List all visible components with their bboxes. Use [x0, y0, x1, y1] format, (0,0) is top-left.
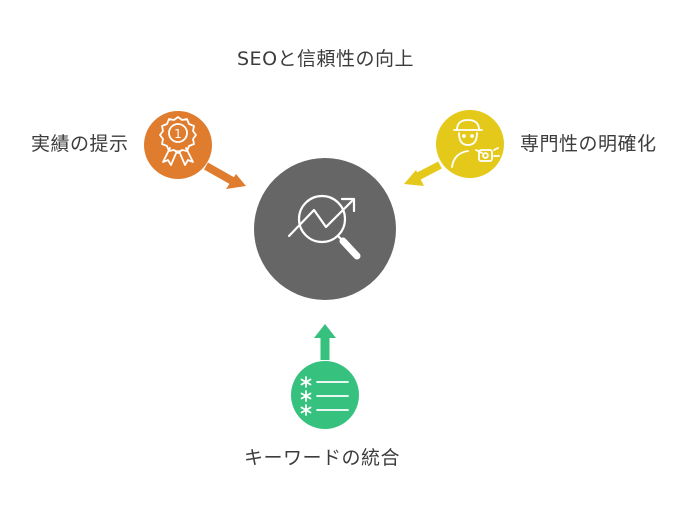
keywords-node-circle — [291, 361, 359, 429]
arrow-left-to-center — [204, 162, 246, 189]
keyword-list-icon — [300, 376, 349, 416]
node-label-achievements: 実績の提示 — [31, 133, 129, 155]
node-label-expertise: 専門性の明確化 — [520, 133, 657, 155]
award-badge-number: 1 — [174, 127, 182, 141]
arrow-right-to-center — [404, 161, 442, 186]
chart-magnifier-icon — [287, 194, 361, 260]
center-node-circle — [254, 158, 396, 300]
award-ribbon-icon: 1 — [159, 116, 197, 166]
keywords-node — [291, 361, 359, 429]
expert-person-icon — [451, 119, 500, 168]
expertise-node — [436, 110, 504, 178]
diagram-title: SEOと信頼性の向上 — [237, 48, 415, 70]
achievements-node-circle — [144, 111, 212, 179]
node-label-keywords: キーワードの統合 — [244, 447, 401, 469]
center-node — [254, 158, 396, 300]
achievements-node: 1 — [144, 111, 212, 179]
arrow-bottom-to-center — [314, 324, 336, 360]
